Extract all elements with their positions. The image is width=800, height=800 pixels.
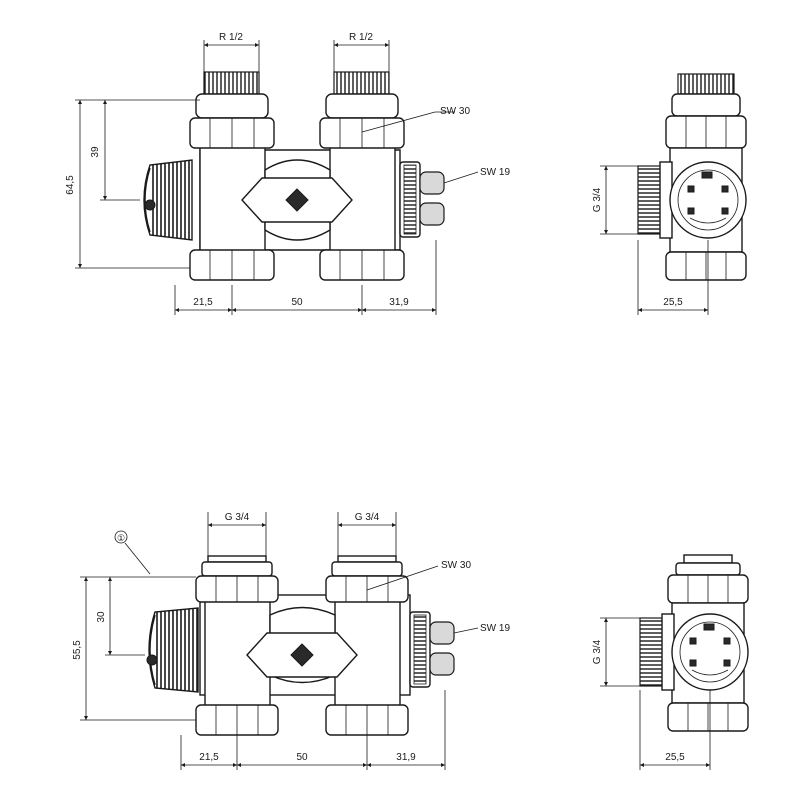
handwheel-symbol-icon bbox=[144, 199, 156, 211]
dim-offset-right: 31,9 bbox=[389, 297, 409, 308]
dim-side-thread: G 3/4 bbox=[592, 187, 603, 212]
upper-collar-right bbox=[325, 93, 399, 119]
connection-top-left bbox=[207, 555, 267, 563]
handwheel-icon bbox=[148, 607, 199, 693]
brand-logo-icon bbox=[285, 188, 309, 212]
thread-right bbox=[333, 71, 390, 95]
dim-offset-left: 21,5 bbox=[193, 297, 213, 308]
dim-height-total: 64,5 bbox=[65, 175, 76, 195]
side-view-bottom: G 3/4 25,5 bbox=[592, 554, 749, 770]
cap-nut-lower bbox=[419, 202, 445, 226]
valve-disc bbox=[669, 161, 747, 239]
dim-offset-left: 21,5 bbox=[199, 752, 219, 763]
front-view-bottom: ① G 3/4 G 3/4 55,5 30 21,5 50 31,9 SW 30… bbox=[72, 512, 510, 770]
dim-center-distance: 50 bbox=[296, 752, 308, 763]
dim-center-distance: 50 bbox=[291, 297, 303, 308]
handwheel-symbol-icon bbox=[146, 654, 158, 666]
label-wrench-nut: SW 30 bbox=[441, 560, 471, 571]
dim-side-depth: 25,5 bbox=[663, 297, 683, 308]
marker-1: ① bbox=[117, 533, 125, 543]
dim-height-partial: 39 bbox=[90, 146, 101, 158]
front-view-top: R 1/2 R 1/2 64,5 39 21,5 50 31,9 SW 30 S… bbox=[65, 32, 510, 315]
dim-side-thread: G 3/4 bbox=[592, 639, 603, 664]
dim-connection-right: G 3/4 bbox=[355, 512, 380, 523]
label-wrench-cap: SW 19 bbox=[480, 623, 510, 634]
side-thread-left bbox=[637, 165, 663, 235]
label-wrench-nut: SW 30 bbox=[440, 106, 470, 117]
cap-nut-upper bbox=[419, 171, 445, 195]
connection-top-right bbox=[337, 555, 397, 563]
dim-height-partial: 30 bbox=[96, 611, 107, 623]
dim-connection-left: R 1/2 bbox=[219, 32, 243, 43]
side-thread-top bbox=[677, 73, 735, 95]
dim-connection-left: G 3/4 bbox=[225, 512, 250, 523]
handwheel-icon bbox=[143, 159, 193, 241]
label-wrench-cap: SW 19 bbox=[480, 167, 510, 178]
dim-connection-right: R 1/2 bbox=[349, 32, 373, 43]
brand-logo-icon bbox=[290, 643, 314, 667]
upper-collar-left bbox=[195, 93, 269, 119]
thread-left bbox=[203, 71, 260, 95]
dim-height-total: 55,5 bbox=[72, 640, 83, 660]
side-view-top: G 3/4 25,5 bbox=[592, 73, 747, 315]
dim-offset-right: 31,9 bbox=[396, 752, 416, 763]
dim-side-depth: 25,5 bbox=[665, 752, 685, 763]
